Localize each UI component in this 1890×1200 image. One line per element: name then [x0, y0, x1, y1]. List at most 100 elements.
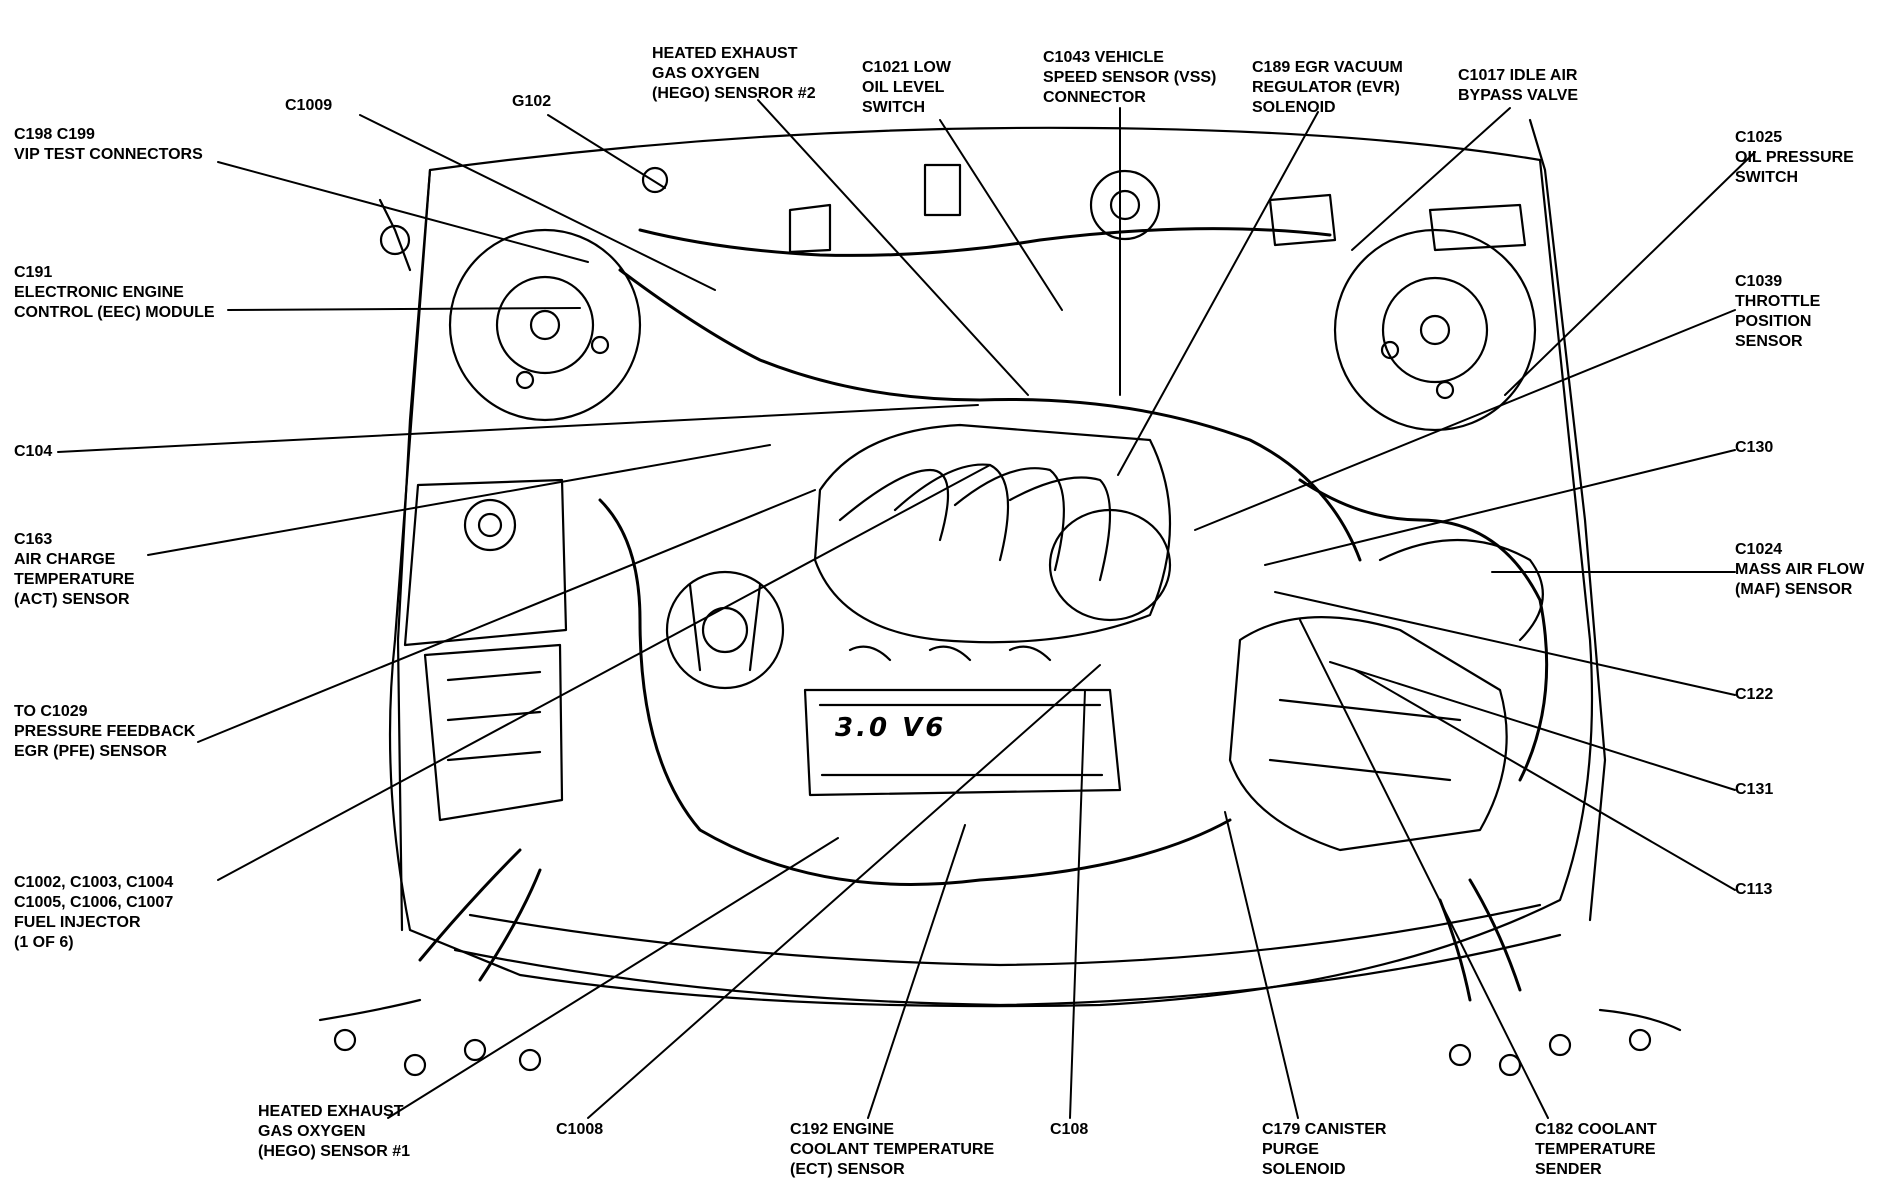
label-c130: C130: [1735, 438, 1773, 458]
label-line: BYPASS VALVE: [1458, 87, 1579, 104]
label-line: GAS OXYGEN: [258, 1123, 366, 1140]
label-c1009: C1009: [285, 96, 332, 116]
leader-c192: [867, 824, 966, 1119]
label-line: SENSOR: [1735, 333, 1803, 350]
label-line: PURGE: [1262, 1141, 1319, 1158]
label-line: C104: [14, 443, 53, 460]
label-line: C1025: [1735, 129, 1783, 146]
leader-g102: [547, 114, 666, 189]
label-line: SWITCH: [862, 99, 926, 116]
label-line: G102: [512, 93, 552, 110]
label-line: C1043 VEHICLE: [1043, 49, 1164, 66]
top-components: [378, 163, 1527, 272]
alternator: [665, 570, 785, 690]
label-line: SPEED SENSOR (VSS): [1043, 69, 1217, 86]
leader-c104: [57, 404, 979, 453]
leader-hego1: [387, 837, 839, 1119]
label-line: C179 CANISTER: [1262, 1121, 1387, 1138]
leader-c191: [227, 307, 581, 311]
label-line: C1021 LOW: [862, 59, 951, 76]
air-cleaner: [1228, 539, 1544, 852]
leader-injectors: [217, 464, 991, 881]
leader-lines: [57, 99, 1756, 1119]
lower-connectors: [318, 998, 1682, 1077]
label-line: (ECT) SENSOR: [790, 1161, 905, 1178]
label-line: EGR (PFE) SENSOR: [14, 743, 167, 760]
label-line: TO C1029: [14, 703, 88, 720]
label-line: C1005, C1006, C1007: [14, 894, 174, 911]
label-line: COOLANT TEMPERATURE: [790, 1141, 995, 1158]
label-line: MASS AIR FLOW: [1735, 561, 1865, 578]
label-c113: C113: [1735, 880, 1772, 900]
label-c122: C122: [1735, 685, 1773, 705]
label-line: C122: [1735, 686, 1774, 703]
leader-c131: [1329, 661, 1736, 791]
leader-c130: [1264, 449, 1736, 566]
label-line: PRESSURE FEEDBACK: [14, 723, 196, 740]
radiator-support: [453, 933, 1562, 1007]
right-strut-tower: [1333, 228, 1537, 432]
label-c1008: C1008: [556, 1120, 603, 1140]
label-line: SWITCH: [1735, 169, 1799, 186]
label-hego1: HEATED EXHAUST GAS OXYGEN (HEGO) SENSOR #1: [258, 1102, 410, 1162]
leader-c122: [1274, 591, 1736, 696]
body-edge-right: [1528, 118, 1607, 922]
label-line: C1008: [556, 1121, 604, 1138]
label-line: C189 EGR VACUUM: [1252, 59, 1403, 76]
label-line: HEATED EXHAUST: [258, 1103, 404, 1120]
battery: [403, 478, 568, 822]
label-line: VIP TEST CONNECTORS: [14, 146, 203, 163]
hood-outline: [388, 126, 1594, 1008]
leader-c198: [217, 161, 589, 263]
label-line: SOLENOID: [1252, 99, 1336, 116]
label-line: FUEL INJECTOR: [14, 914, 141, 931]
label-line: POSITION: [1735, 313, 1812, 330]
label-line: C198 C199: [14, 126, 95, 143]
intake-manifold: [813, 423, 1172, 644]
label-line: CONTROL (EEC) MODULE: [14, 304, 215, 321]
leader-c163: [147, 444, 771, 556]
leader-c1017: [1351, 107, 1511, 251]
label-line: (ACT) SENSOR: [14, 591, 130, 608]
label-c1017: C1017 IDLE AIR BYPASS VALVE: [1458, 66, 1578, 106]
label-line: (HEGO) SENSROR #2: [652, 85, 816, 102]
leader-hego2: [757, 99, 1029, 396]
leader-c179: [1224, 811, 1299, 1119]
label-line: ELECTRONIC ENGINE: [14, 284, 184, 301]
body-edge-left: [396, 168, 432, 932]
label-line: TEMPERATURE: [1535, 1141, 1656, 1158]
label-c108: C108: [1050, 1120, 1088, 1140]
label-line: HEATED EXHAUST: [652, 45, 798, 62]
label-line: C130: [1735, 439, 1774, 456]
leader-c1021: [939, 119, 1063, 311]
engine-badge: 3.0 V6: [835, 713, 947, 743]
left-strut-tower: [448, 228, 642, 422]
label-line: C1024: [1735, 541, 1783, 558]
label-line: C1039: [1735, 273, 1783, 290]
label-line: (HEGO) SENSOR #1: [258, 1143, 411, 1160]
label-line: (1 OF 6): [14, 934, 74, 951]
leader-c113: [1354, 669, 1736, 891]
label-line: C163: [14, 531, 53, 548]
leader-c1029: [197, 489, 816, 743]
leader-c189: [1117, 111, 1319, 476]
label-line: C1017 IDLE AIR: [1458, 67, 1578, 84]
label-line: (MAF) SENSOR: [1735, 581, 1853, 598]
label-g102: G102: [512, 92, 551, 112]
label-line: AIR CHARGE: [14, 551, 116, 568]
label-line: C191: [14, 264, 53, 281]
leader-c1039: [1194, 309, 1736, 531]
